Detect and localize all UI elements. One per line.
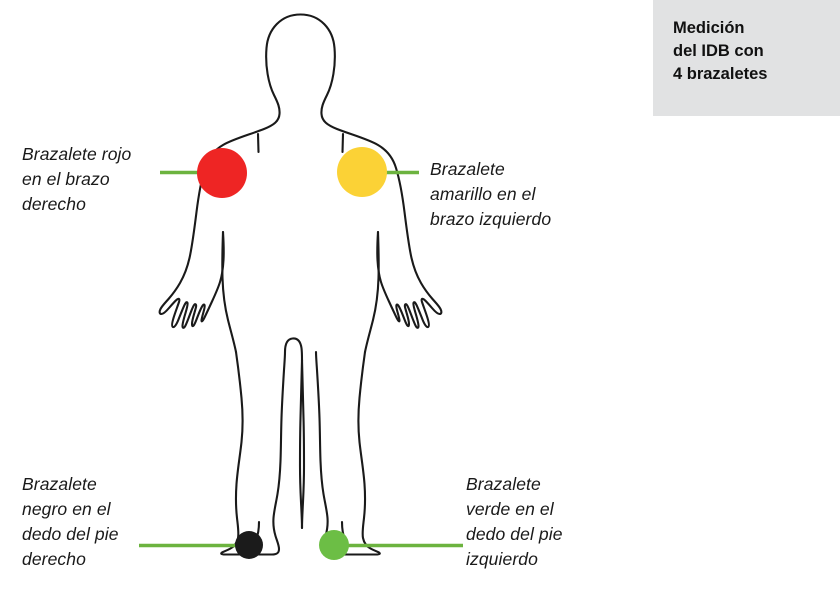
legend-box: Medición del IDB con 4 brazaletes [653,0,840,116]
body-outline [158,13,443,556]
annotation-label-red-arm: Brazalete rojo en el brazo derecho [22,144,132,214]
marker-brazalete-verde [319,530,349,560]
annotation-label-black-toe: Brazalete negro en el dedo del pie derec… [22,474,119,569]
marker-brazalete-negro [235,531,263,559]
marker-brazalete-rojo [197,148,247,198]
annotation-label-green-toe: Brazalete verde en el dedo del pie izqui… [466,474,563,569]
annotation-label-yellow-arm: Brazalete amarillo en el brazo izquierdo [430,159,552,229]
marker-brazalete-amarillo [337,147,387,197]
cuff-markers [197,147,387,560]
legend-title: Medición del IDB con 4 brazaletes [673,19,768,83]
